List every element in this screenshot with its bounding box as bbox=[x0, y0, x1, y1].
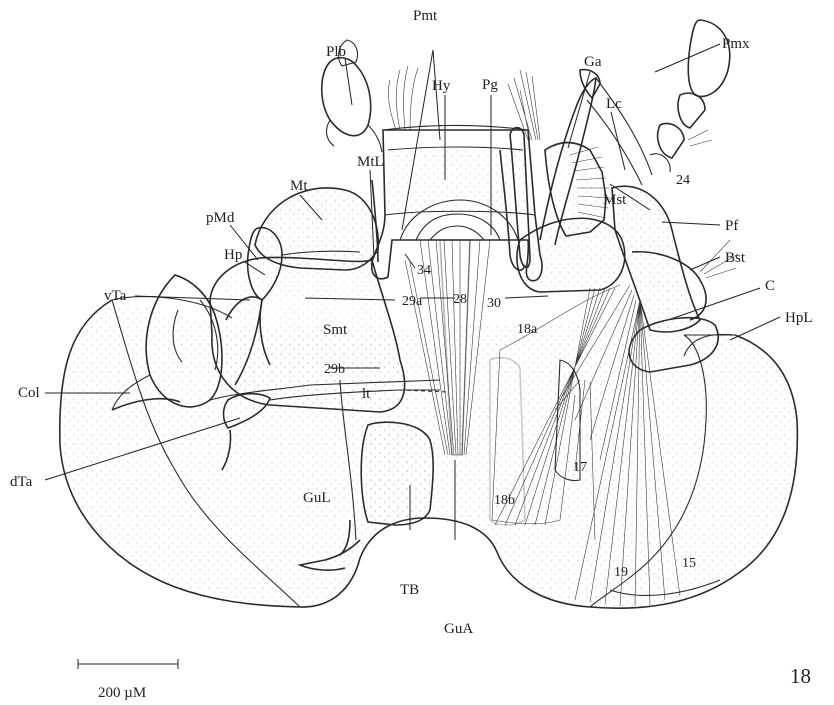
label-tb: TB bbox=[400, 582, 419, 598]
label-plb: Plb bbox=[326, 44, 346, 60]
label-c: C bbox=[765, 278, 775, 294]
label-29a: 29a bbox=[402, 294, 423, 309]
label-pmd: pMd bbox=[206, 210, 235, 226]
label-34: 34 bbox=[417, 263, 431, 278]
label-pf: Pf bbox=[725, 218, 738, 234]
scale-bar: 200 µM bbox=[78, 659, 178, 701]
label-mt: Mt bbox=[290, 178, 308, 194]
label-hp: Hp bbox=[224, 247, 242, 263]
label-18a: 18a bbox=[517, 322, 538, 337]
label-pg: Pg bbox=[482, 77, 498, 93]
scale-bar-label: 200 µM bbox=[98, 685, 146, 701]
label-29b: 29b bbox=[324, 362, 345, 377]
label-smt: Smt bbox=[323, 322, 348, 338]
label-ga: Ga bbox=[584, 54, 602, 70]
label-lc: Lc bbox=[606, 96, 622, 112]
label-17: 17 bbox=[573, 460, 587, 475]
label-hy: Hy bbox=[432, 78, 451, 94]
label-dta: dTa bbox=[10, 474, 33, 490]
label-gua: GuA bbox=[444, 621, 473, 637]
label-lt: lt bbox=[362, 386, 371, 402]
label-hpl: HpL bbox=[785, 310, 813, 326]
label-18b: 18b bbox=[494, 493, 515, 508]
label-19: 19 bbox=[614, 565, 628, 580]
label-mtl: MtL bbox=[357, 154, 384, 170]
label-gul: GuL bbox=[303, 490, 331, 506]
label-pmt: Pmt bbox=[413, 8, 438, 24]
label-mst: Mst bbox=[603, 192, 627, 208]
figure-number: 18 bbox=[790, 664, 811, 688]
label-15: 15 bbox=[682, 556, 696, 571]
label-pmx: Pmx bbox=[722, 36, 750, 52]
label-bst: Bst bbox=[725, 250, 746, 266]
label-col: Col bbox=[18, 385, 40, 401]
label-vta: vTa bbox=[104, 288, 127, 304]
label-28: 28 bbox=[453, 292, 467, 307]
label-24: 24 bbox=[676, 173, 690, 188]
label-30: 30 bbox=[487, 296, 501, 311]
